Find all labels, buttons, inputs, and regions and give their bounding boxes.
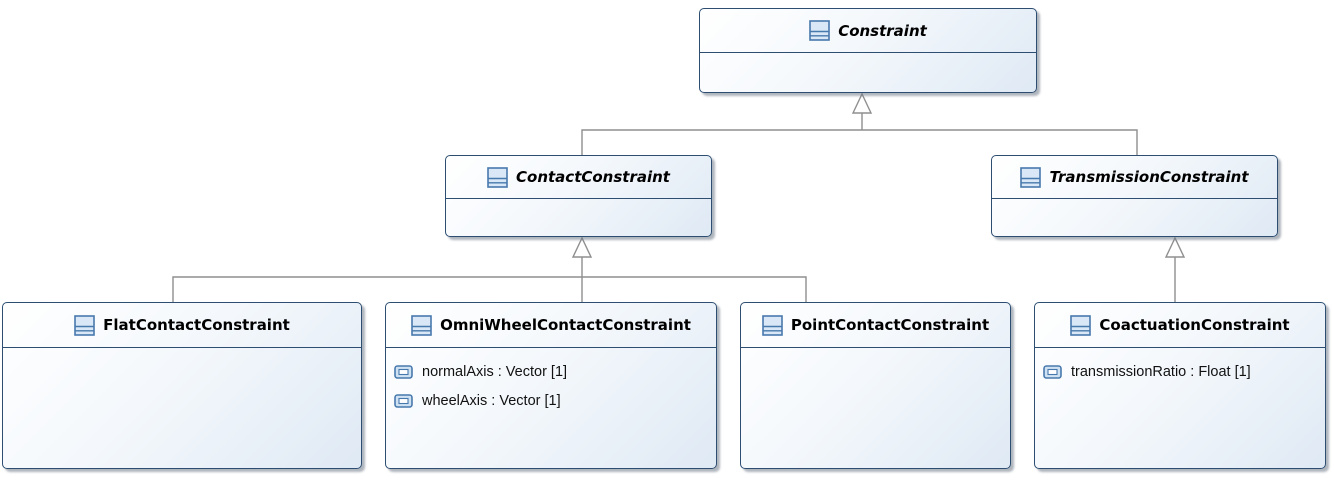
class-node-transmission-constraint[interactable]: TransmissionConstraint	[991, 155, 1278, 237]
class-attributes-compartment	[992, 199, 1277, 236]
attribute-icon	[394, 393, 413, 408]
attribute-label: wheelAxis : Vector [1]	[422, 392, 561, 409]
class-name: CoactuationConstraint	[1099, 316, 1290, 334]
class-attributes-compartment	[700, 53, 1036, 92]
attribute-label: transmissionRatio : Float [1]	[1071, 363, 1251, 380]
class-icon	[809, 20, 830, 41]
class-node-omni-wheel-contact-constraint[interactable]: OmniWheelContactConstraint normalAxis : …	[385, 302, 717, 469]
class-header: PointContactConstraint	[741, 303, 1010, 348]
class-node-point-contact-constraint[interactable]: PointContactConstraint	[740, 302, 1011, 469]
attribute-row[interactable]: normalAxis : Vector [1]	[394, 357, 708, 386]
class-name: Constraint	[838, 21, 927, 40]
class-attributes-compartment	[741, 348, 1010, 468]
class-name: OmniWheelContactConstraint	[440, 316, 691, 334]
attribute-icon	[394, 364, 413, 379]
class-icon	[411, 314, 432, 336]
hollow-triangle-arrowhead	[851, 92, 873, 114]
class-header: ContactConstraint	[446, 156, 711, 199]
class-attributes-compartment	[3, 348, 361, 468]
class-attributes-compartment: transmissionRatio : Float [1]	[1035, 348, 1325, 468]
class-icon	[1070, 314, 1092, 336]
generalization-to-contact-constraint[interactable]	[172, 236, 807, 303]
class-header: FlatContactConstraint	[3, 303, 361, 348]
hollow-triangle-arrowhead	[1164, 236, 1186, 258]
class-node-coactuation-constraint[interactable]: CoactuationConstraint transmissionRatio …	[1034, 302, 1326, 469]
class-header: Constraint	[700, 9, 1036, 53]
attribute-icon	[1043, 364, 1062, 379]
class-icon	[74, 314, 95, 336]
class-attributes-compartment	[446, 199, 711, 236]
class-icon	[1020, 166, 1042, 188]
class-name: FlatContactConstraint	[103, 316, 290, 334]
class-node-flat-contact-constraint[interactable]: FlatContactConstraint	[2, 302, 362, 469]
class-header: TransmissionConstraint	[992, 156, 1277, 199]
attribute-row[interactable]: transmissionRatio : Float [1]	[1043, 357, 1317, 386]
class-header: CoactuationConstraint	[1035, 303, 1325, 348]
class-name: PointContactConstraint	[790, 316, 990, 334]
class-icon	[762, 314, 783, 336]
class-icon	[487, 166, 508, 188]
class-header: OmniWheelContactConstraint	[386, 303, 716, 348]
class-name: ContactConstraint	[516, 168, 670, 186]
attribute-row[interactable]: wheelAxis : Vector [1]	[394, 386, 708, 415]
generalization-to-constraint[interactable]	[581, 92, 1138, 156]
class-node-constraint[interactable]: Constraint	[699, 8, 1037, 93]
hollow-triangle-arrowhead	[571, 236, 593, 258]
class-name: TransmissionConstraint	[1049, 168, 1249, 186]
class-node-contact-constraint[interactable]: ContactConstraint	[445, 155, 712, 237]
attribute-label: normalAxis : Vector [1]	[422, 363, 568, 380]
class-attributes-compartment: normalAxis : Vector [1] wheelAxis : Vect…	[386, 348, 716, 468]
generalization-to-transmission-constraint[interactable]	[1164, 236, 1186, 303]
